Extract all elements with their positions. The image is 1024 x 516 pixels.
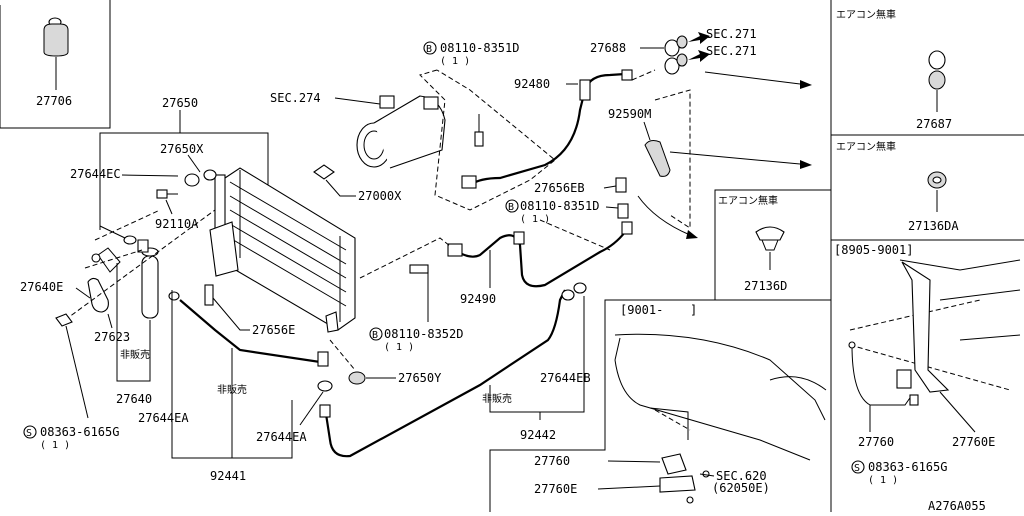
qty-bolt-8351D-top: ( 1 ) <box>440 56 470 67</box>
bolt-mark-top: B <box>426 44 432 55</box>
part-27706-group[interactable]: 27706 <box>36 17 72 108</box>
ref-sec620-sub: (62050E) <box>712 481 770 495</box>
label-27644EC: 27644EC <box>70 167 121 181</box>
pipe-92442[interactable]: 非販売 27644EB 92442 <box>319 282 591 458</box>
label-27650Y: 27650Y <box>398 371 442 385</box>
note-no-ac-3: エアコン無車 <box>718 194 778 207</box>
label-92442: 92442 <box>520 428 556 442</box>
label-27136DA: 27136DA <box>908 219 959 233</box>
bolt-mark-8352D: B <box>372 330 378 341</box>
part-27000X-group[interactable]: 27000X <box>313 164 402 203</box>
ref-sec620: SEC.620 <box>716 469 767 483</box>
screw-mark-left: S <box>26 428 32 439</box>
note-no-ac-2: エアコン無車 <box>836 140 896 153</box>
label-92441: 92441 <box>210 469 246 483</box>
panel-8905-9001[interactable]: [8905-9001] 27760 27760E S 08363-6165G (… <box>834 243 1021 486</box>
part-27640E-group[interactable]: 27640E <box>20 280 91 299</box>
label-27656EB: 27656EB <box>534 181 585 195</box>
note-not-sold-3: 非販売 <box>482 392 512 405</box>
label-27687: 27687 <box>916 117 952 131</box>
screw-mark-right: S <box>854 463 860 474</box>
screw-6165G-left[interactable]: S 08363-6165G ( 1 ) <box>23 313 119 451</box>
qty-screw-6165G-left: ( 1 ) <box>40 440 70 451</box>
panel-27136D[interactable]: エアコン無車 27136D <box>718 194 787 293</box>
reference-arrows <box>669 71 812 169</box>
qty-screw-6165G-right: ( 1 ) <box>868 475 898 486</box>
range-9001-end: ] <box>690 303 697 317</box>
bolt-mark-mid: B <box>508 202 514 213</box>
range-8905-9001: [8905-9001] <box>834 243 913 257</box>
note-not-sold-2: 非販売 <box>217 383 247 396</box>
pipe-92441[interactable]: 非販売 27644EA 92441 <box>138 290 329 483</box>
panel-9001[interactable]: [9001- ] 27760 27760E SEC.620 (62050E) <box>534 303 827 504</box>
label-27760-b: 27760 <box>534 454 570 468</box>
label-27644EA-1: 27644EA <box>138 411 189 425</box>
label-92110A: 92110A <box>155 217 199 231</box>
ref-sec274: SEC.274 <box>270 91 321 105</box>
label-27650: 27650 <box>162 96 198 110</box>
label-27136D: 27136D <box>744 279 787 293</box>
label-27760E-a: 27760E <box>952 435 995 449</box>
part-92590M-group[interactable]: 92590M <box>608 89 698 239</box>
label-92480: 92480 <box>514 77 550 91</box>
note-no-ac-1: エアコン無車 <box>836 8 896 21</box>
label-27640E: 27640E <box>20 280 63 294</box>
condenser[interactable] <box>184 167 356 333</box>
part-27644EC-group[interactable]: 27644EC <box>70 167 179 245</box>
qty-bolt-8351D-mid: ( 1 ) <box>520 214 550 225</box>
bolt-8351D-top[interactable]: B 08110-8351D ( 1 ) <box>419 41 556 211</box>
panel-27136DA[interactable]: エアコン無車 27136DA <box>836 140 959 233</box>
panel-27687[interactable]: エアコン無車 27687 <box>836 8 952 131</box>
label-bolt-8351D-top: 08110-8351D <box>440 41 519 55</box>
ref-sec271-b: SEC.271 <box>706 44 757 58</box>
receiver-drier[interactable] <box>64 209 216 321</box>
hose-92480[interactable]: 92480 <box>461 69 656 189</box>
bolt-8351D-mid[interactable]: B 08110-8351D ( 1 ) <box>505 199 629 225</box>
bolt-8352D[interactable]: B 08110-8352D ( 1 ) <box>369 264 463 353</box>
note-not-sold-1: 非販売 <box>120 348 150 361</box>
label-27656E: 27656E <box>252 323 295 337</box>
part-92110A-group[interactable]: 92110A <box>155 189 199 231</box>
label-bolt-8351D-mid: 08110-8351D <box>520 199 599 213</box>
label-27688: 27688 <box>590 41 626 55</box>
ref-sec271-a: SEC.271 <box>706 27 757 41</box>
hose-92490[interactable]: 92490 <box>359 219 633 306</box>
label-92590M: 92590M <box>608 107 651 121</box>
label-27623: 27623 <box>94 330 130 344</box>
qty-bolt-8352D: ( 1 ) <box>384 342 414 353</box>
label-27650X: 27650X <box>160 142 204 156</box>
diagram-id: A276A055 <box>928 499 986 512</box>
label-27760-a: 27760 <box>858 435 894 449</box>
part-27656EB-group[interactable]: 27656EB <box>534 177 627 195</box>
label-27000X: 27000X <box>358 189 402 203</box>
label-27760E-b: 27760E <box>534 482 577 496</box>
label-bolt-8352D: 08110-8352D <box>384 327 463 341</box>
label-27644EA-2: 27644EA <box>256 430 307 444</box>
part-27644EA-2-group[interactable]: 27644EA <box>256 380 333 444</box>
part-27623-27640-group[interactable]: 27623 非販売 27640 <box>94 263 152 406</box>
label-92490: 92490 <box>460 292 496 306</box>
condenser-bracket: 27650 27650X <box>99 96 269 230</box>
label-27644EB: 27644EB <box>540 371 591 385</box>
label-27706: 27706 <box>36 94 72 108</box>
label-27640: 27640 <box>116 392 152 406</box>
label-screw-6165G-right: 08363-6165G <box>868 460 947 474</box>
part-27650Y-group[interactable]: 27650Y <box>329 339 442 385</box>
part-27656E-group[interactable]: 27656E <box>204 284 295 337</box>
part-27688-group[interactable]: 27688 SEC.271 SEC.271 <box>590 27 757 75</box>
label-screw-6165G-left: 08363-6165G <box>40 425 119 439</box>
compressor[interactable]: SEC.274 <box>270 91 446 169</box>
range-9001: [9001- <box>620 303 663 317</box>
